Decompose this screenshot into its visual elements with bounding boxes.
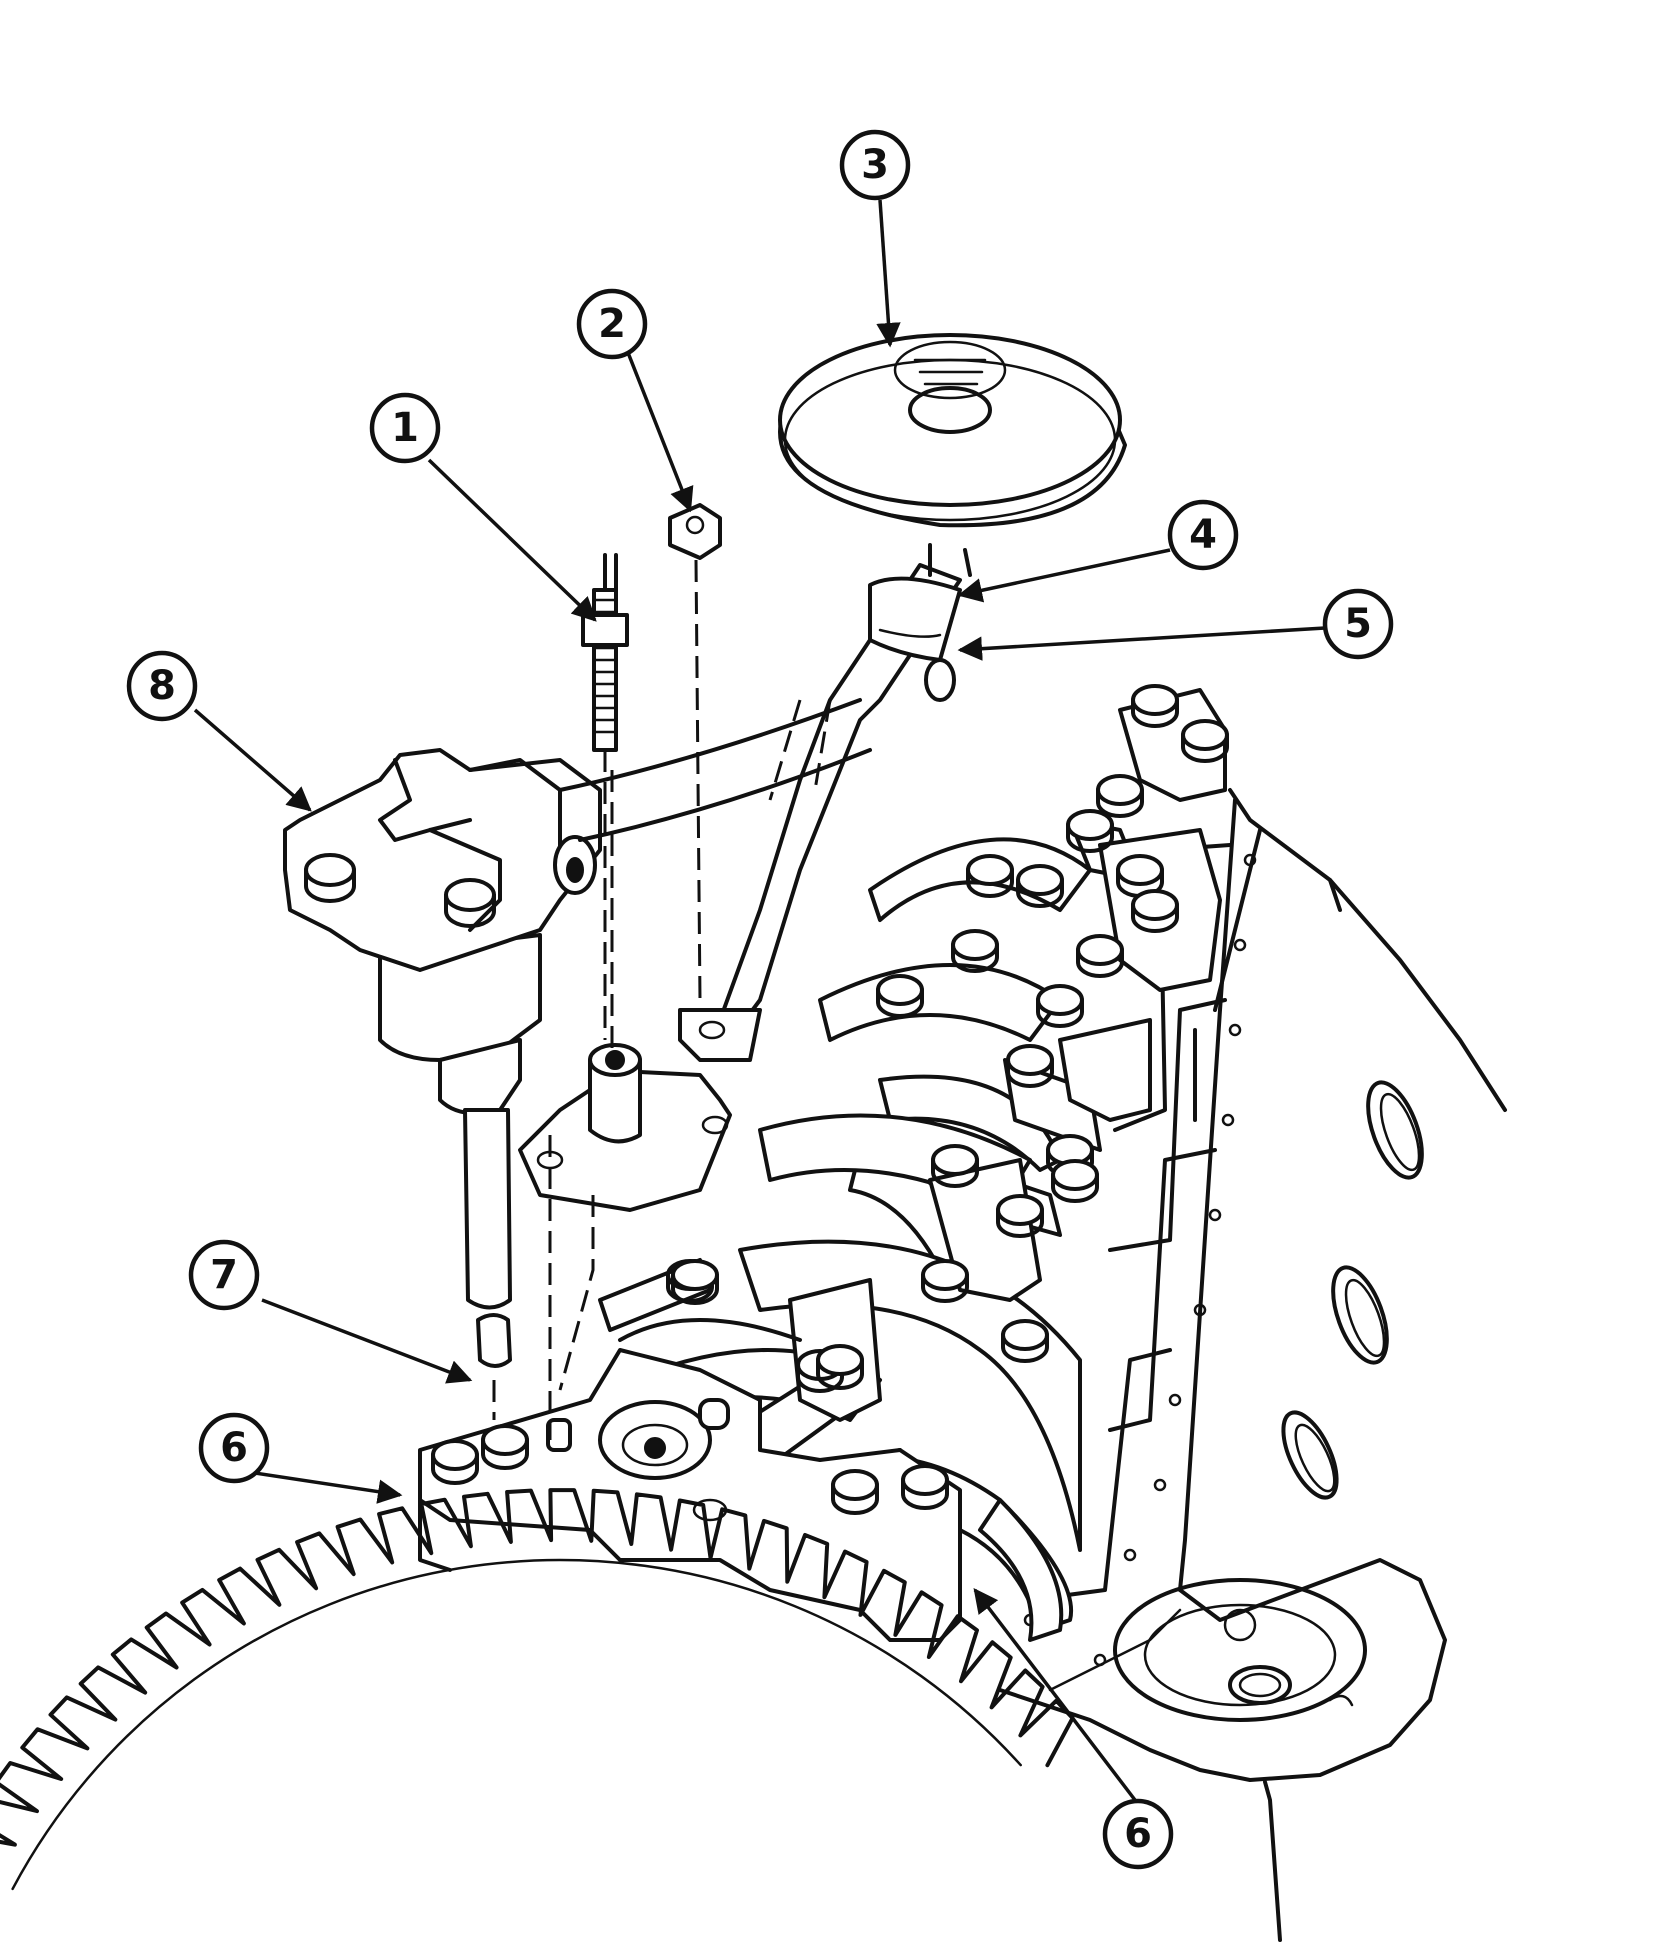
callout-1: 1 (369, 392, 441, 464)
ring-gear-inner-edge (11, 1558, 1022, 1891)
callout-8: 8 (126, 650, 198, 722)
oil-pump (283, 748, 732, 1440)
rear-flange-boss (1113, 1578, 1367, 1722)
callout-2-label: 2 (598, 301, 626, 347)
callout-3: 3 (839, 129, 911, 201)
callout-2: 2 (576, 288, 648, 360)
stud (581, 553, 629, 1040)
pickup-tube (558, 543, 972, 1062)
drive-shaft-extension (476, 1313, 512, 1420)
callout-4-label: 4 (1189, 512, 1217, 558)
callout-6-left-label: 6 (220, 1425, 248, 1471)
callout-3-label: 3 (861, 142, 889, 188)
callout-7: 7 (188, 1239, 260, 1311)
rail-bolt-holes (923, 853, 1257, 1667)
oil-pump-screen (778, 333, 1127, 528)
callout-6-right: 6 (1102, 1798, 1174, 1870)
callout-4: 4 (1167, 499, 1239, 571)
nut (668, 503, 722, 1001)
freeze-plug-bores (1281, 1080, 1424, 1500)
callout-5: 5 (1322, 588, 1394, 660)
callout-6-left: 6 (198, 1412, 270, 1484)
callout-5-label: 5 (1344, 601, 1372, 647)
ring-gear-teeth (0, 1488, 1075, 1847)
callout-6-right-label: 6 (1124, 1811, 1152, 1857)
callout-7-label: 7 (210, 1252, 238, 1298)
callout-8-label: 8 (148, 663, 176, 709)
callout-leaders (193, 199, 1326, 1802)
flywheel-ring-gear (0, 1488, 1075, 1891)
tube-clamp-bolt (924, 658, 956, 702)
callout-1-label: 1 (391, 405, 419, 451)
